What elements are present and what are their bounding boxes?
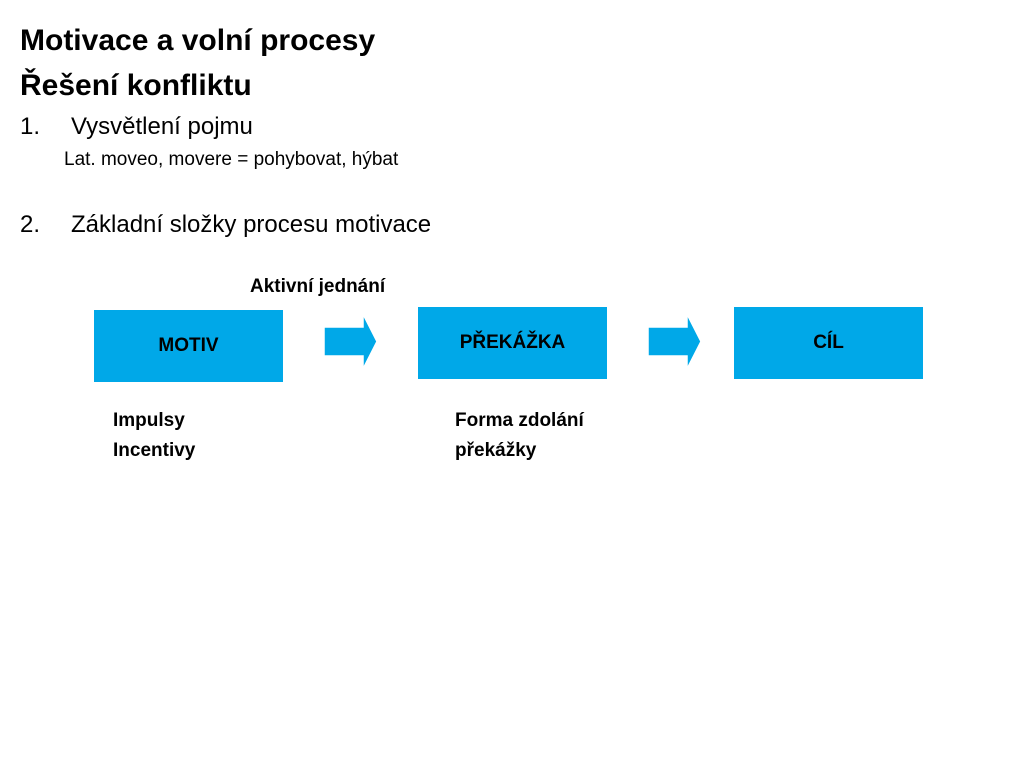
right-arrow-icon — [647, 313, 702, 370]
goal-box-label: CÍL — [813, 332, 844, 353]
goal-box: CÍL — [734, 307, 923, 379]
right-arrow-icon — [323, 313, 378, 370]
action-label: Aktivní jednání — [250, 276, 386, 297]
list-number-1: 1. — [20, 113, 41, 140]
motive-box-label: MOTIV — [158, 335, 219, 356]
motive-note-1: Impulsy — [113, 410, 185, 431]
list-number-2: 2. — [20, 211, 41, 238]
list-item-1-text: Vysvětlení pojmu — [71, 113, 253, 140]
obstacle-note-2: překážky — [455, 440, 537, 461]
slide-title: Motivace a volní procesy — [20, 24, 376, 57]
slide-subtitle: Řešení konfliktu — [20, 69, 252, 102]
obstacle-box: PŘEKÁŽKA — [418, 307, 607, 379]
list-item-2-text: Základní složky procesu motivace — [71, 211, 432, 238]
motive-note-2: Incentivy — [113, 440, 196, 461]
motive-box: MOTIV — [94, 310, 283, 382]
obstacle-note-1: Forma zdolání — [455, 410, 584, 431]
list-item-1-subtext: Lat. moveo, movere = pohybovat, hýbat — [64, 149, 399, 170]
obstacle-box-label: PŘEKÁŽKA — [459, 332, 566, 353]
